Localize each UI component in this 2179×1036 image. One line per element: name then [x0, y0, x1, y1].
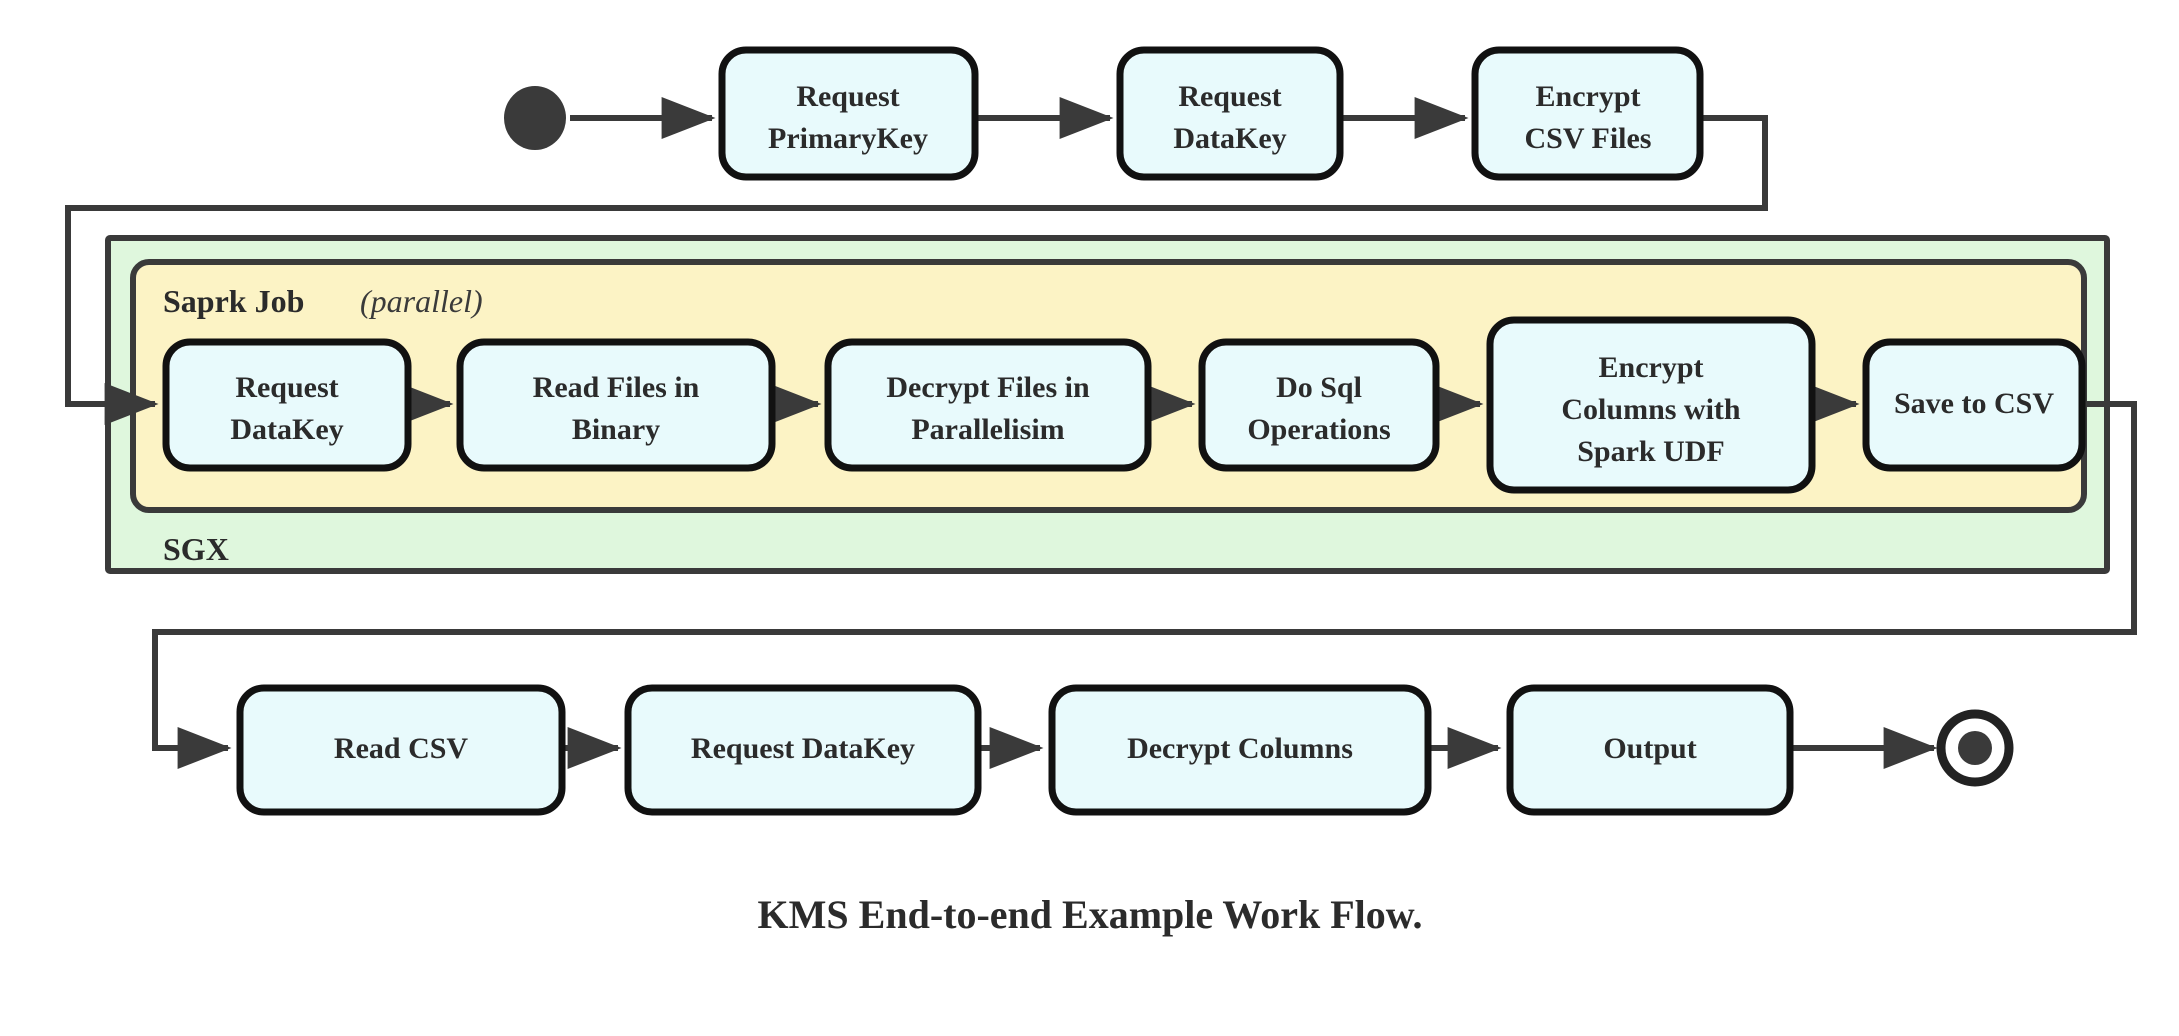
initial-state-node: [504, 86, 566, 150]
node-output-line1: Output: [1603, 732, 1696, 765]
node-do-sql-operations[interactable]: Do Sql Operations: [1198, 338, 1440, 472]
node-request-datakey-bottom[interactable]: Request DataKey: [624, 684, 982, 816]
node-read-csv[interactable]: Read CSV: [236, 684, 566, 816]
node-decrypt-columns-line1: Decrypt Columns: [1127, 732, 1353, 765]
node-encrypt-csv-files-line2: CSV Files: [1525, 122, 1652, 155]
node-read-files-in-binary-line1: Read Files in: [533, 371, 700, 404]
node-encrypt-columns-with-spark-udf[interactable]: Encrypt Columns with Spark UDF: [1486, 316, 1816, 494]
node-encrypt-columns-with-spark-udf-line3: Spark UDF: [1577, 435, 1725, 468]
final-state-node: [1936, 709, 2014, 787]
node-decrypt-files-in-parallelisim-line1: Decrypt Files in: [886, 371, 1090, 404]
node-save-to-csv[interactable]: Save to CSV: [1862, 338, 2086, 472]
diagram-caption: KMS End-to-end Example Work Flow.: [758, 892, 1423, 937]
spark-job-label-suffix: (parallel): [360, 283, 483, 319]
edge-save-to-csv-to-read-csv: [152, 401, 2137, 769]
node-do-sql-operations-line1: Do Sql: [1276, 371, 1362, 404]
node-request-datakey-spark[interactable]: Request DataKey: [162, 338, 412, 472]
node-do-sql-operations-line2: Operations: [1247, 413, 1390, 446]
sgx-label: SGX: [163, 531, 229, 567]
node-read-files-in-binary[interactable]: Read Files in Binary: [456, 338, 776, 472]
node-request-datakey-bottom-line1: Request DataKey: [691, 732, 915, 765]
node-decrypt-files-in-parallelisim-line2: Parallelisim: [911, 413, 1064, 446]
node-request-primarykey-line1: Request: [796, 80, 899, 113]
node-request-primarykey[interactable]: Request PrimaryKey: [718, 46, 979, 181]
node-decrypt-columns[interactable]: Decrypt Columns: [1048, 684, 1432, 816]
node-request-datakey-spark-line2: DataKey: [230, 413, 343, 446]
node-save-to-csv-line1: Save to CSV: [1894, 387, 2054, 420]
node-read-csv-line1: Read CSV: [334, 732, 469, 765]
node-output[interactable]: Output: [1506, 684, 1794, 816]
node-request-datakey-top[interactable]: Request DataKey: [1116, 46, 1344, 181]
node-decrypt-files-in-parallelisim[interactable]: Decrypt Files in Parallelisim: [824, 338, 1152, 472]
node-request-datakey-top-line2: DataKey: [1173, 122, 1286, 155]
node-request-datakey-spark-line1: Request: [235, 371, 338, 404]
node-request-primarykey-line2: PrimaryKey: [768, 122, 928, 155]
spark-job-label: Saprk Job: [163, 283, 304, 319]
node-encrypt-columns-with-spark-udf-line1: Encrypt: [1599, 351, 1704, 384]
node-encrypt-columns-with-spark-udf-line2: Columns with: [1561, 393, 1741, 426]
node-request-datakey-top-line1: Request: [1178, 80, 1281, 113]
edges-group: [65, 97, 2137, 769]
node-read-files-in-binary-line2: Binary: [572, 413, 660, 446]
node-encrypt-csv-files[interactable]: Encrypt CSV Files: [1471, 46, 1704, 181]
edge-encrypt-csv-files-to-request-datakey-spark: [65, 115, 1768, 425]
node-encrypt-csv-files-line1: Encrypt: [1536, 80, 1641, 113]
